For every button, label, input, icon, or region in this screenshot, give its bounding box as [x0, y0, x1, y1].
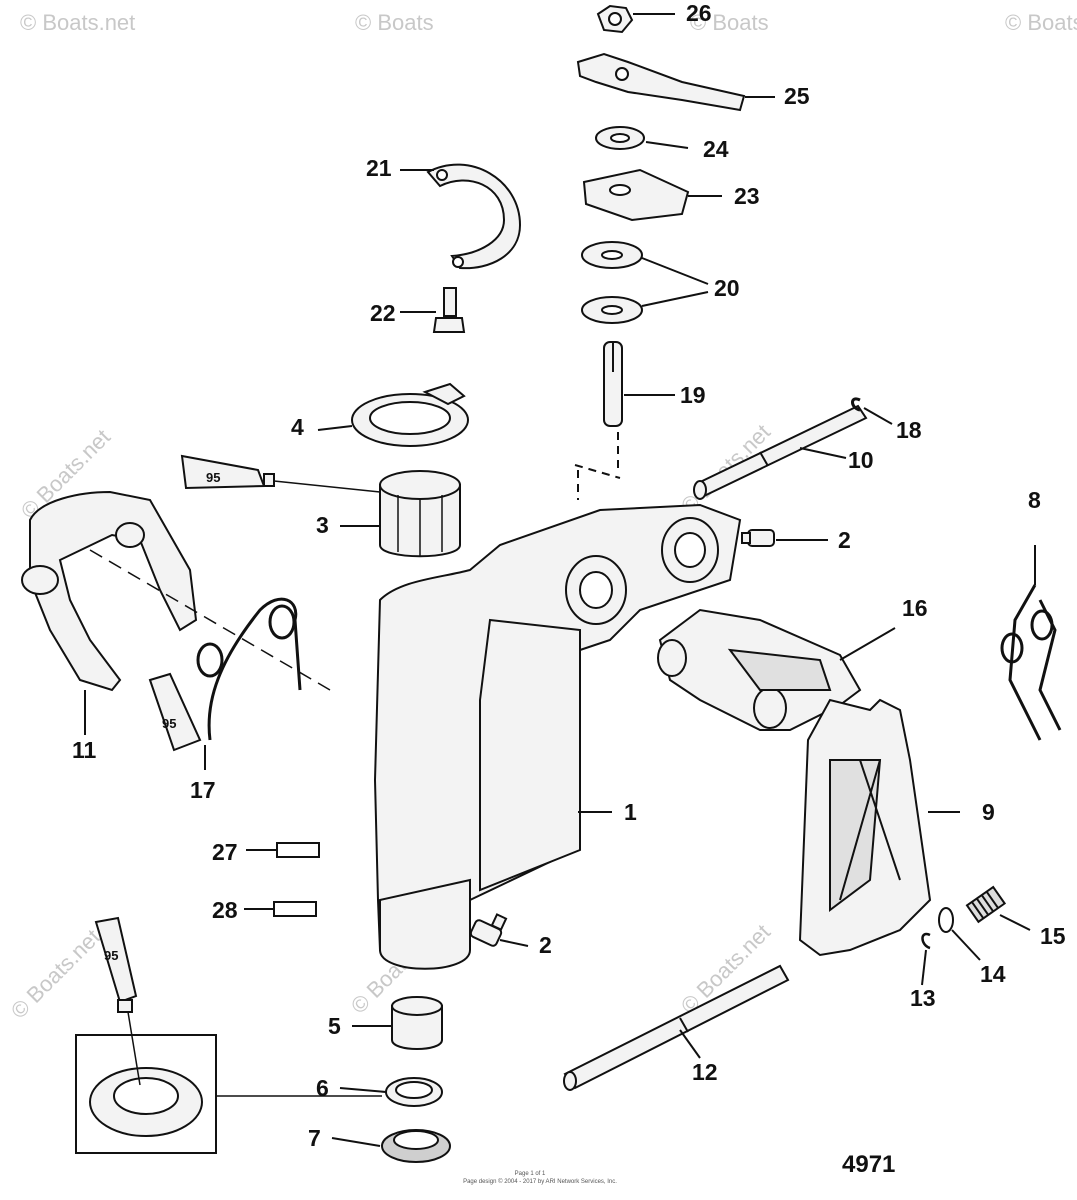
detail-box — [75, 1034, 382, 1154]
tube-label: 95 — [104, 948, 118, 963]
part-5-bushing — [352, 996, 443, 1050]
part-2-grease-fitting-top — [741, 529, 828, 547]
callout-9: 9 — [982, 799, 995, 825]
callout-26: 26 — [686, 0, 712, 26]
callout-13: 13 — [910, 985, 936, 1011]
part-26-locknut — [596, 4, 675, 34]
part-7-bearing — [331, 1129, 451, 1163]
part-15-spring — [965, 885, 1031, 931]
callout-2: 2 — [539, 932, 552, 958]
callout-10: 10 — [848, 447, 874, 473]
callout-4: 4 — [291, 414, 304, 440]
callout-24: 24 — [703, 136, 729, 162]
callout-12: 12 — [692, 1059, 718, 1085]
part-11-clamp-bracket — [21, 490, 331, 735]
part-4-retainer-ring — [317, 382, 469, 447]
callout-22: 22 — [370, 300, 396, 326]
part-14-washer — [938, 907, 981, 961]
watermark: © Boats — [355, 10, 434, 35]
part-13-clip — [921, 932, 931, 986]
figure-number: 4971 — [842, 1151, 895, 1178]
part-10-tilt-pin — [693, 404, 868, 500]
callout-14: 14 — [980, 961, 1006, 987]
part-20-washers — [581, 241, 709, 324]
callout-21: 21 — [366, 155, 392, 181]
watermark: © Boats — [690, 10, 769, 35]
callout-7: 7 — [308, 1125, 321, 1151]
tube-label: 95 — [162, 716, 176, 731]
part-1-swivel-bracket — [373, 503, 742, 970]
part-18-clip — [851, 397, 893, 425]
watermark: © Boats.net — [6, 924, 105, 1023]
part-9-tilt-plate — [798, 698, 960, 957]
part-16-tilt-lock-lever — [657, 608, 896, 731]
part-27-decal — [246, 842, 320, 858]
part-28-decal — [244, 901, 317, 917]
sealant-tube-95-top: 95 — [180, 454, 381, 493]
sealant-tube-95-bottom: 95 — [94, 916, 141, 1086]
callout-23: 23 — [734, 183, 760, 209]
callout-28: 28 — [212, 897, 238, 923]
callout-15: 15 — [1040, 923, 1066, 949]
watermark: © Boats — [1005, 10, 1077, 35]
tube-label: 95 — [206, 470, 220, 485]
callout-27: 27 — [212, 839, 238, 865]
part-22-bolt — [400, 287, 466, 333]
callout-11: 11 — [72, 737, 97, 763]
callout-25: 25 — [784, 83, 810, 109]
callout-2: 2 — [838, 527, 851, 553]
footer-line-2: Page design © 2004 - 2017 by ARI Network… — [463, 1178, 617, 1185]
footer-line-1: Page 1 of 1 — [515, 1171, 546, 1177]
part-2-grease-fitting-bottom — [469, 913, 529, 947]
part-21-clamp — [400, 163, 522, 270]
callout-3: 3 — [316, 512, 329, 538]
part-24-washer — [595, 126, 689, 150]
callout-6: 6 — [316, 1075, 329, 1101]
callout-18: 18 — [896, 417, 922, 443]
watermark: © Boats.net — [20, 10, 135, 35]
part-3-bushing — [340, 470, 461, 558]
callout-5: 5 — [328, 1013, 341, 1039]
callouts: 1 2 2 3 4 5 6 7 8 9 10 11 12 13 14 15 16… — [72, 0, 1066, 1151]
callout-1: 1 — [624, 799, 637, 825]
sealant-tube-95-middle: 95 — [148, 672, 202, 752]
part-8-spring — [1000, 545, 1062, 741]
part-17-spring — [196, 597, 302, 770]
part-23-plate — [582, 168, 722, 222]
part-12-tilt-tube — [563, 964, 790, 1091]
callout-17: 17 — [190, 777, 216, 803]
callout-20: 20 — [714, 275, 740, 301]
part-25-steering-arm — [576, 52, 775, 112]
part-6-seal — [339, 1077, 443, 1107]
part-19-pin — [574, 341, 675, 500]
callout-19: 19 — [680, 382, 706, 408]
callout-16: 16 — [902, 595, 928, 621]
callout-8: 8 — [1028, 487, 1041, 513]
